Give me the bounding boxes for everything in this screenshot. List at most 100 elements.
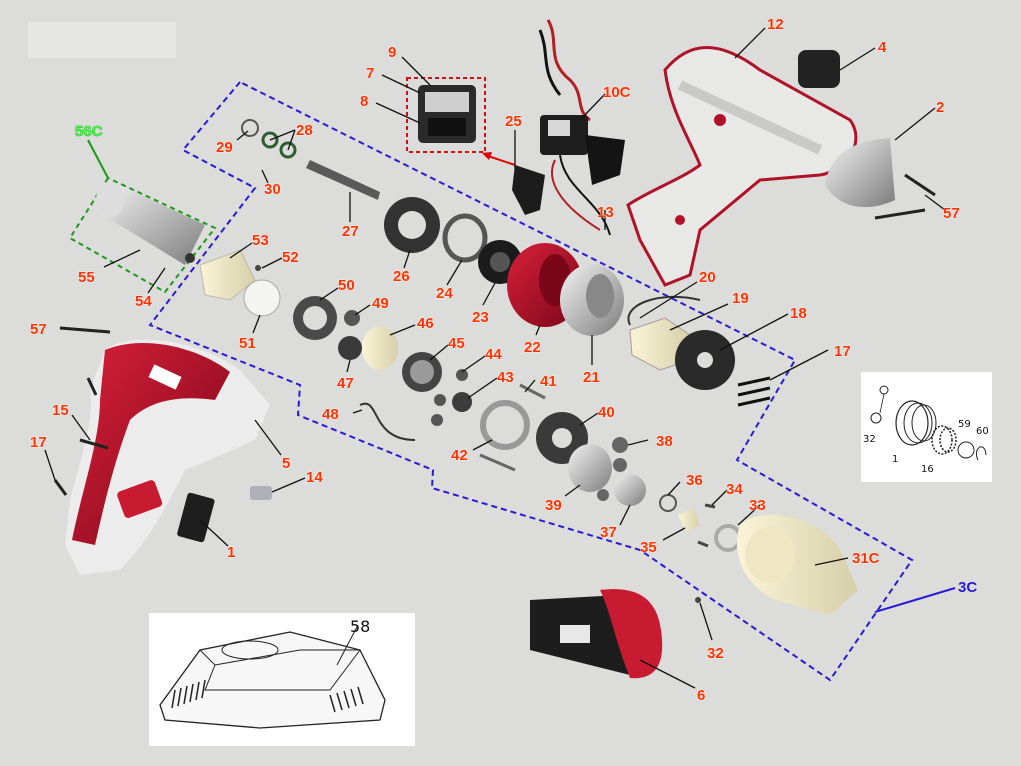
callout-20: 20 bbox=[699, 269, 716, 286]
callout-27: 27 bbox=[342, 223, 359, 240]
charger-label-58: 58 bbox=[350, 617, 370, 636]
chuck-label-59: 59 bbox=[958, 419, 971, 430]
part-carrier-43 bbox=[452, 392, 472, 412]
leader-3c bbox=[874, 587, 956, 613]
callout-54: 54 bbox=[135, 293, 152, 310]
callout-43: 43 bbox=[497, 369, 514, 386]
callout-48: 48 bbox=[322, 406, 339, 423]
assembly-56c-outline bbox=[68, 176, 217, 294]
callout-5: 5 bbox=[282, 455, 290, 472]
part-gear-38b bbox=[613, 458, 627, 472]
callout-4: 4 bbox=[878, 39, 887, 56]
callout-14: 14 bbox=[306, 469, 323, 486]
part-spring-24 bbox=[442, 213, 488, 263]
chuck-label-1: 1 bbox=[892, 454, 898, 465]
part-gear-49 bbox=[344, 310, 360, 326]
chuck-label-60: 60 bbox=[976, 426, 989, 437]
part-gear-44c bbox=[431, 414, 443, 426]
part-carrier-47 bbox=[338, 336, 362, 360]
callout-47: 47 bbox=[337, 375, 354, 392]
callout-32: 32 bbox=[707, 645, 724, 662]
part-carrier-37 bbox=[614, 474, 646, 506]
callout-22: 22 bbox=[524, 339, 541, 356]
callout-24: 24 bbox=[436, 285, 453, 302]
leader-lines bbox=[44, 27, 946, 689]
part-switch-lock bbox=[177, 492, 215, 543]
part-circlip bbox=[241, 119, 259, 137]
part-screw-32 bbox=[695, 597, 701, 603]
callout-28: 28 bbox=[296, 122, 313, 139]
part-washer-51 bbox=[243, 279, 281, 317]
callout-37: 37 bbox=[600, 524, 617, 541]
charger-inset: 58 bbox=[149, 613, 415, 746]
part-ring-gear-39 bbox=[568, 444, 612, 492]
callout-39: 39 bbox=[545, 497, 562, 514]
part-ring-36 bbox=[659, 494, 677, 512]
part-bit-holder bbox=[798, 50, 840, 88]
callout-19: 19 bbox=[732, 290, 749, 307]
part-screw-57-c bbox=[59, 326, 111, 334]
callout-34: 34 bbox=[726, 481, 743, 498]
callout-26: 26 bbox=[393, 268, 410, 285]
part-screw-52 bbox=[255, 265, 261, 271]
part-cam-35 bbox=[678, 508, 700, 532]
callout-13: 13 bbox=[597, 204, 614, 221]
callout-9: 9 bbox=[388, 44, 396, 61]
callout-labels: 9 7 8 10C 12 4 2 57 29 28 30 27 25 13 26… bbox=[30, 16, 960, 705]
callout-1: 1 bbox=[227, 544, 235, 561]
part-gear-44b bbox=[434, 394, 446, 406]
part-pin-41 bbox=[519, 383, 546, 400]
part-ring-33 bbox=[714, 524, 742, 552]
chuck-label-32: 32 bbox=[863, 434, 876, 445]
part-pin-34 bbox=[704, 503, 716, 509]
callout-35: 35 bbox=[640, 539, 657, 556]
callout-42: 42 bbox=[451, 447, 468, 464]
callout-17-b: 17 bbox=[30, 434, 47, 451]
callout-53: 53 bbox=[252, 232, 269, 249]
part-battery bbox=[530, 589, 663, 679]
callout-49: 49 bbox=[372, 295, 389, 312]
callout-46: 46 bbox=[417, 315, 434, 332]
chuck-label-16: 16 bbox=[921, 464, 934, 475]
callout-36: 36 bbox=[686, 472, 703, 489]
part-gear-38a bbox=[612, 437, 628, 453]
leader-56c bbox=[87, 139, 109, 179]
callout-38: 38 bbox=[656, 433, 673, 450]
part-screws-17 bbox=[737, 376, 771, 407]
callout-52: 52 bbox=[282, 249, 299, 266]
part-gear-housing bbox=[560, 264, 624, 336]
part-drill-body bbox=[65, 339, 270, 575]
callout-40: 40 bbox=[598, 404, 615, 421]
callout-51: 51 bbox=[239, 335, 256, 352]
part-pin-34b bbox=[697, 540, 709, 548]
callout-29: 29 bbox=[216, 139, 233, 156]
callout-12: 12 bbox=[767, 16, 784, 33]
part-screw-extra bbox=[86, 377, 98, 396]
callout-8: 8 bbox=[360, 93, 368, 110]
switch-box-outline bbox=[406, 77, 486, 153]
callout-15: 15 bbox=[52, 402, 69, 419]
callout-7: 7 bbox=[366, 65, 374, 82]
callout-21: 21 bbox=[583, 369, 600, 386]
callout-2: 2 bbox=[936, 99, 944, 116]
callout-55: 55 bbox=[78, 269, 95, 286]
part-gear-44 bbox=[456, 369, 468, 381]
switch-arrowhead bbox=[482, 152, 492, 160]
part-screw-57-b bbox=[874, 208, 926, 220]
callout-25: 25 bbox=[505, 113, 522, 130]
callout-31c: 31C bbox=[852, 550, 880, 567]
callout-18: 18 bbox=[790, 305, 807, 322]
callout-57-a: 57 bbox=[943, 205, 960, 222]
callout-23: 23 bbox=[472, 309, 489, 326]
part-gear-37b bbox=[597, 489, 609, 501]
callout-6: 6 bbox=[697, 687, 705, 704]
blank-patch bbox=[28, 22, 176, 58]
part-bracket bbox=[512, 165, 545, 215]
callout-17-a: 17 bbox=[834, 343, 851, 360]
part-screw-57-a bbox=[904, 173, 936, 197]
callout-33: 33 bbox=[749, 497, 766, 514]
part-ring-42 bbox=[480, 400, 530, 450]
assembly-3c-label: 3C bbox=[958, 579, 977, 596]
